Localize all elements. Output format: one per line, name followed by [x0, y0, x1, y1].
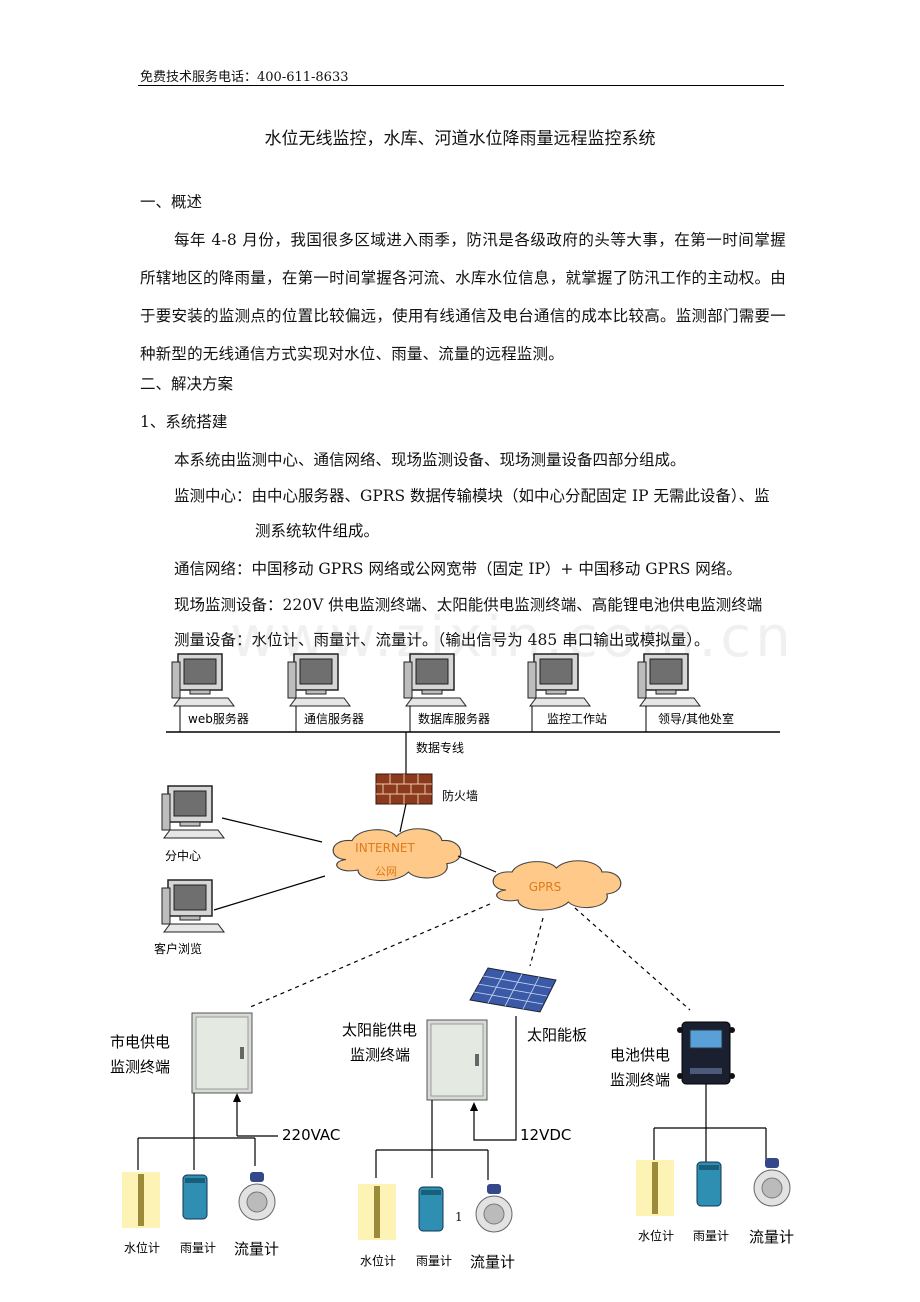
- branch-label: 分中心: [165, 848, 201, 863]
- data-line-label: 数据专线: [416, 740, 464, 755]
- network-line: 通信网络：中国移动 GPRS 网络或公网宽带（固定 IP）+ 中国移动 GPRS…: [174, 560, 742, 578]
- battery-terminal-icon: [677, 1021, 735, 1085]
- flow-meter-icon: [475, 1183, 513, 1233]
- water-level-label: 水位计: [124, 1240, 160, 1255]
- service-phone-header: 免费技术服务电话：400-611-8633: [140, 70, 349, 85]
- mains-terminal-label-b: 监测终端: [110, 1058, 170, 1076]
- public-net-label: 公网: [375, 865, 397, 878]
- field-monitor-line: 现场监测设备：220V 供电监测终端、太阳能供电监测终端、高能锂电池供电监测终端: [174, 596, 763, 614]
- battery-terminal-label-a: 电池供电: [610, 1046, 670, 1064]
- monitor-center-line-cont: 测系统软件组成。: [255, 522, 380, 540]
- solar-terminal-label-a: 太阳能供电: [342, 1021, 417, 1039]
- measure-device-line: 测量设备：水位计、雨量计、流量计。（输出信号为 485 串口输出或模拟量）。: [174, 631, 710, 649]
- page-title: 水位无线监控，水库、河道水位降雨量远程监控系统: [264, 129, 656, 149]
- firewall-label: 防火墙: [442, 788, 478, 803]
- vdc-label: 12VDC: [520, 1126, 571, 1144]
- vac-label: 220VAC: [282, 1126, 340, 1144]
- water-level-icon: [122, 1172, 160, 1228]
- server-label-db: 数据库服务器: [418, 711, 490, 726]
- rain-gauge-label: 雨量计: [180, 1241, 216, 1255]
- wireless-links: [247, 903, 691, 1011]
- water-level-icon: [636, 1160, 674, 1216]
- subsection-heading-system: 1、系统搭建: [140, 413, 228, 431]
- water-level-label: 水位计: [638, 1228, 674, 1243]
- flow-meter-label: 流量计: [234, 1240, 279, 1258]
- flow-meter-icon: [753, 1157, 791, 1207]
- server-computers: [171, 653, 701, 707]
- page-number: 1: [455, 1210, 463, 1224]
- header-divider: [138, 85, 784, 86]
- flow-meter-icon: [238, 1171, 276, 1221]
- water-level-icon: [358, 1184, 396, 1240]
- system-overview-line: 本系统由监测中心、通信网络、现场监测设备、现场测量设备四部分组成。: [174, 451, 686, 469]
- server-label-comm: 通信服务器: [304, 711, 364, 726]
- firewall-icon: [375, 773, 433, 805]
- rain-gauge-icon: [418, 1186, 444, 1232]
- rain-gauge-icon: [182, 1174, 208, 1220]
- server-label-monitor: 监控工作站: [547, 712, 607, 726]
- client-computer-icon: [161, 879, 225, 933]
- mains-terminal-icon: [191, 1012, 253, 1094]
- monitor-center-line: 监测中心：由中心服务器、GPRS 数据传输模块（如中心分配固定 IP 无需此设备…: [174, 487, 770, 505]
- solar-panel-icon: [469, 967, 557, 1013]
- gprs-label: GPRS: [529, 880, 562, 894]
- flow-meter-label: 流量计: [749, 1228, 794, 1246]
- section-heading-overview: 一、概述: [140, 193, 203, 211]
- rain-gauge-icon: [696, 1161, 722, 1207]
- solar-terminal-label-b: 监测终端: [350, 1046, 410, 1064]
- branch-computer-icon: [161, 785, 225, 839]
- rain-gauge-label: 雨量计: [416, 1254, 452, 1268]
- server-label-web: web服务器: [188, 711, 249, 726]
- section-heading-solution: 二、解决方案: [140, 375, 234, 393]
- system-architecture-diagram: web服务器 通信服务器 数据库服务器 监控工作站 领导/其他处室 数据专线 防…: [110, 653, 794, 1271]
- flow-meter-label: 流量计: [470, 1253, 515, 1271]
- overview-paragraph: 每年 4-8 月份，我国很多区域进入雨季，防汛是各级政府的头等大事，在第一时间掌…: [140, 231, 786, 363]
- server-label-leader: 领导/其他处室: [658, 711, 734, 726]
- server-labels-frame: [179, 706, 647, 732]
- rain-gauge-label: 雨量计: [693, 1229, 729, 1243]
- internet-label: INTERNET: [355, 841, 415, 855]
- client-label: 客户浏览: [154, 941, 202, 956]
- battery-terminal-label-b: 监测终端: [610, 1071, 670, 1089]
- solar-panel-label: 太阳能板: [527, 1026, 587, 1044]
- mains-terminal-label-a: 市电供电: [110, 1033, 170, 1051]
- solar-terminal-icon: [426, 1019, 488, 1101]
- water-level-label: 水位计: [360, 1253, 396, 1268]
